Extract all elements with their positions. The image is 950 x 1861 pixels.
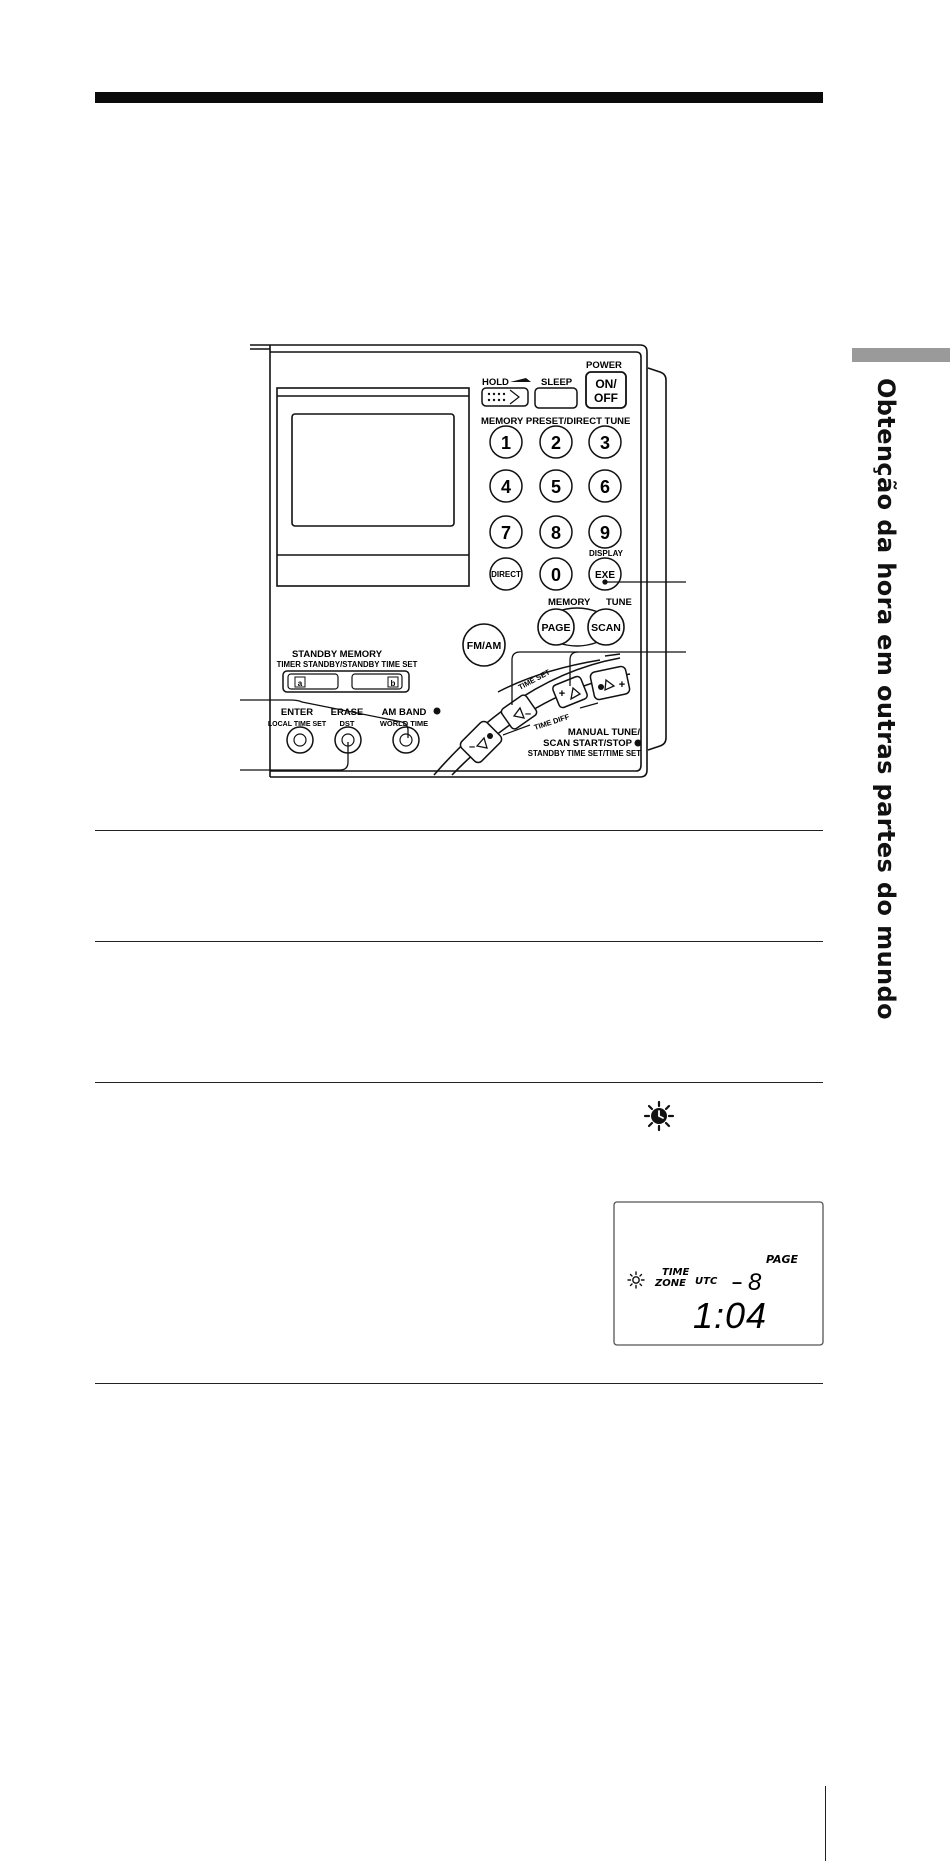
fm-am-button[interactable] (462, 623, 506, 667)
time-set-plus-sign: + (559, 688, 565, 700)
lcd-time-value: 1:04 (693, 1295, 767, 1336)
key-5-label: 5 (551, 477, 561, 497)
time-set-minus-sign: – (525, 708, 531, 720)
timer-standby-label: TIMER STANDBY/STANDBY TIME SET (277, 660, 418, 669)
divider-2 (95, 941, 823, 942)
radio-front-panel-illustration: HOLD SLEEP POWER ON/ OFF MEMORY PRESET/D… (240, 344, 686, 778)
tune-minus-sign: – (469, 741, 475, 753)
lcd-display-illustration: PAGE TIME ZONE UTC – 8 1:04 (613, 1201, 824, 1346)
local-time-set-label: LOCAL TIME SET (268, 721, 327, 728)
key-1-label: 1 (501, 433, 511, 453)
power-on-off-button[interactable] (585, 371, 627, 409)
key-6-label: 6 (600, 477, 610, 497)
time-diff-label: TIME DIFF (533, 712, 571, 732)
manual-tune-label-1: MANUAL TUNE/ (568, 727, 640, 738)
memory-preset-label: MEMORY PRESET/DIRECT TUNE (481, 416, 630, 427)
display-label: DISPLAY (589, 549, 624, 558)
sleep-button[interactable] (534, 387, 578, 409)
divider-1 (95, 830, 823, 831)
key-4-label: 4 (501, 477, 511, 497)
direct-label: DIRECT (491, 570, 521, 579)
time-set-label: TIME SET (517, 667, 552, 691)
fm-am-label: FM/AM (467, 640, 502, 652)
standby-memory-label: STANDBY MEMORY (292, 649, 383, 660)
key-7-button[interactable] (489, 515, 523, 549)
scan-button[interactable] (587, 608, 625, 646)
on-label: ON/ (595, 377, 617, 391)
enter-label: ENTER (281, 707, 313, 718)
key-4-button[interactable] (489, 469, 523, 503)
page-edge-mark (825, 1786, 826, 1861)
standby-a-label: a (298, 679, 303, 688)
side-tab-marker (852, 348, 950, 362)
divider-4 (95, 1383, 823, 1384)
lcd-page-label: PAGE (766, 1253, 799, 1266)
key-5-button[interactable] (539, 469, 573, 503)
time-set-plus-button[interactable] (552, 675, 589, 709)
tune-label: TUNE (606, 597, 632, 608)
key-6-button[interactable] (588, 469, 622, 503)
page-label: PAGE (542, 622, 571, 634)
lcd-time-label: TIME (662, 1267, 689, 1278)
enter-button[interactable] (286, 726, 314, 754)
tip-clock-icon (643, 1100, 675, 1132)
tune-plus-sign: + (619, 679, 625, 691)
exe-label: EXE (595, 570, 615, 581)
key-8-button[interactable] (539, 515, 573, 549)
power-label: POWER (586, 360, 622, 371)
key-1-button[interactable] (489, 425, 523, 459)
lcd-utc-label: UTC (695, 1276, 718, 1287)
key-0-button[interactable] (539, 557, 573, 591)
world-time-button[interactable] (392, 726, 420, 754)
section-side-title: Obtenção da hora em outras partes do mun… (872, 378, 900, 1021)
direct-button[interactable] (489, 557, 523, 591)
manual-tune-label-2: SCAN START/STOP (543, 738, 633, 749)
off-label: OFF (594, 391, 618, 405)
key-3-button[interactable] (588, 425, 622, 459)
lcd-zone-label: ZONE (654, 1278, 686, 1289)
key-8-label: 8 (551, 523, 561, 543)
key-2-label: 2 (551, 433, 561, 453)
key-9-label: 9 (600, 523, 610, 543)
lcd-offset-sign: – (732, 1272, 742, 1292)
standby-b-label: b (391, 679, 396, 688)
hold-label: HOLD (482, 377, 509, 388)
lcd-sun-icon (627, 1271, 645, 1289)
manual-tune-label-3: STANDBY TIME SET/TIME SET (528, 749, 641, 758)
erase-label: ERASE (331, 707, 364, 718)
key-0-label: 0 (551, 565, 561, 585)
lcd-offset-value: 8 (748, 1269, 762, 1296)
scan-label: SCAN (591, 622, 621, 634)
sleep-label: SLEEP (541, 377, 573, 388)
page-button[interactable] (537, 608, 575, 646)
am-band-label: AM BAND (382, 707, 427, 718)
section-header-bar (95, 92, 823, 103)
key-3-label: 3 (600, 433, 610, 453)
key-9-button[interactable] (588, 515, 622, 549)
memory-label: MEMORY (548, 597, 591, 608)
dst-label: DST (340, 719, 355, 728)
key-2-button[interactable] (539, 425, 573, 459)
divider-3 (95, 1082, 823, 1083)
hold-switch[interactable] (481, 387, 529, 407)
key-7-label: 7 (501, 523, 511, 543)
